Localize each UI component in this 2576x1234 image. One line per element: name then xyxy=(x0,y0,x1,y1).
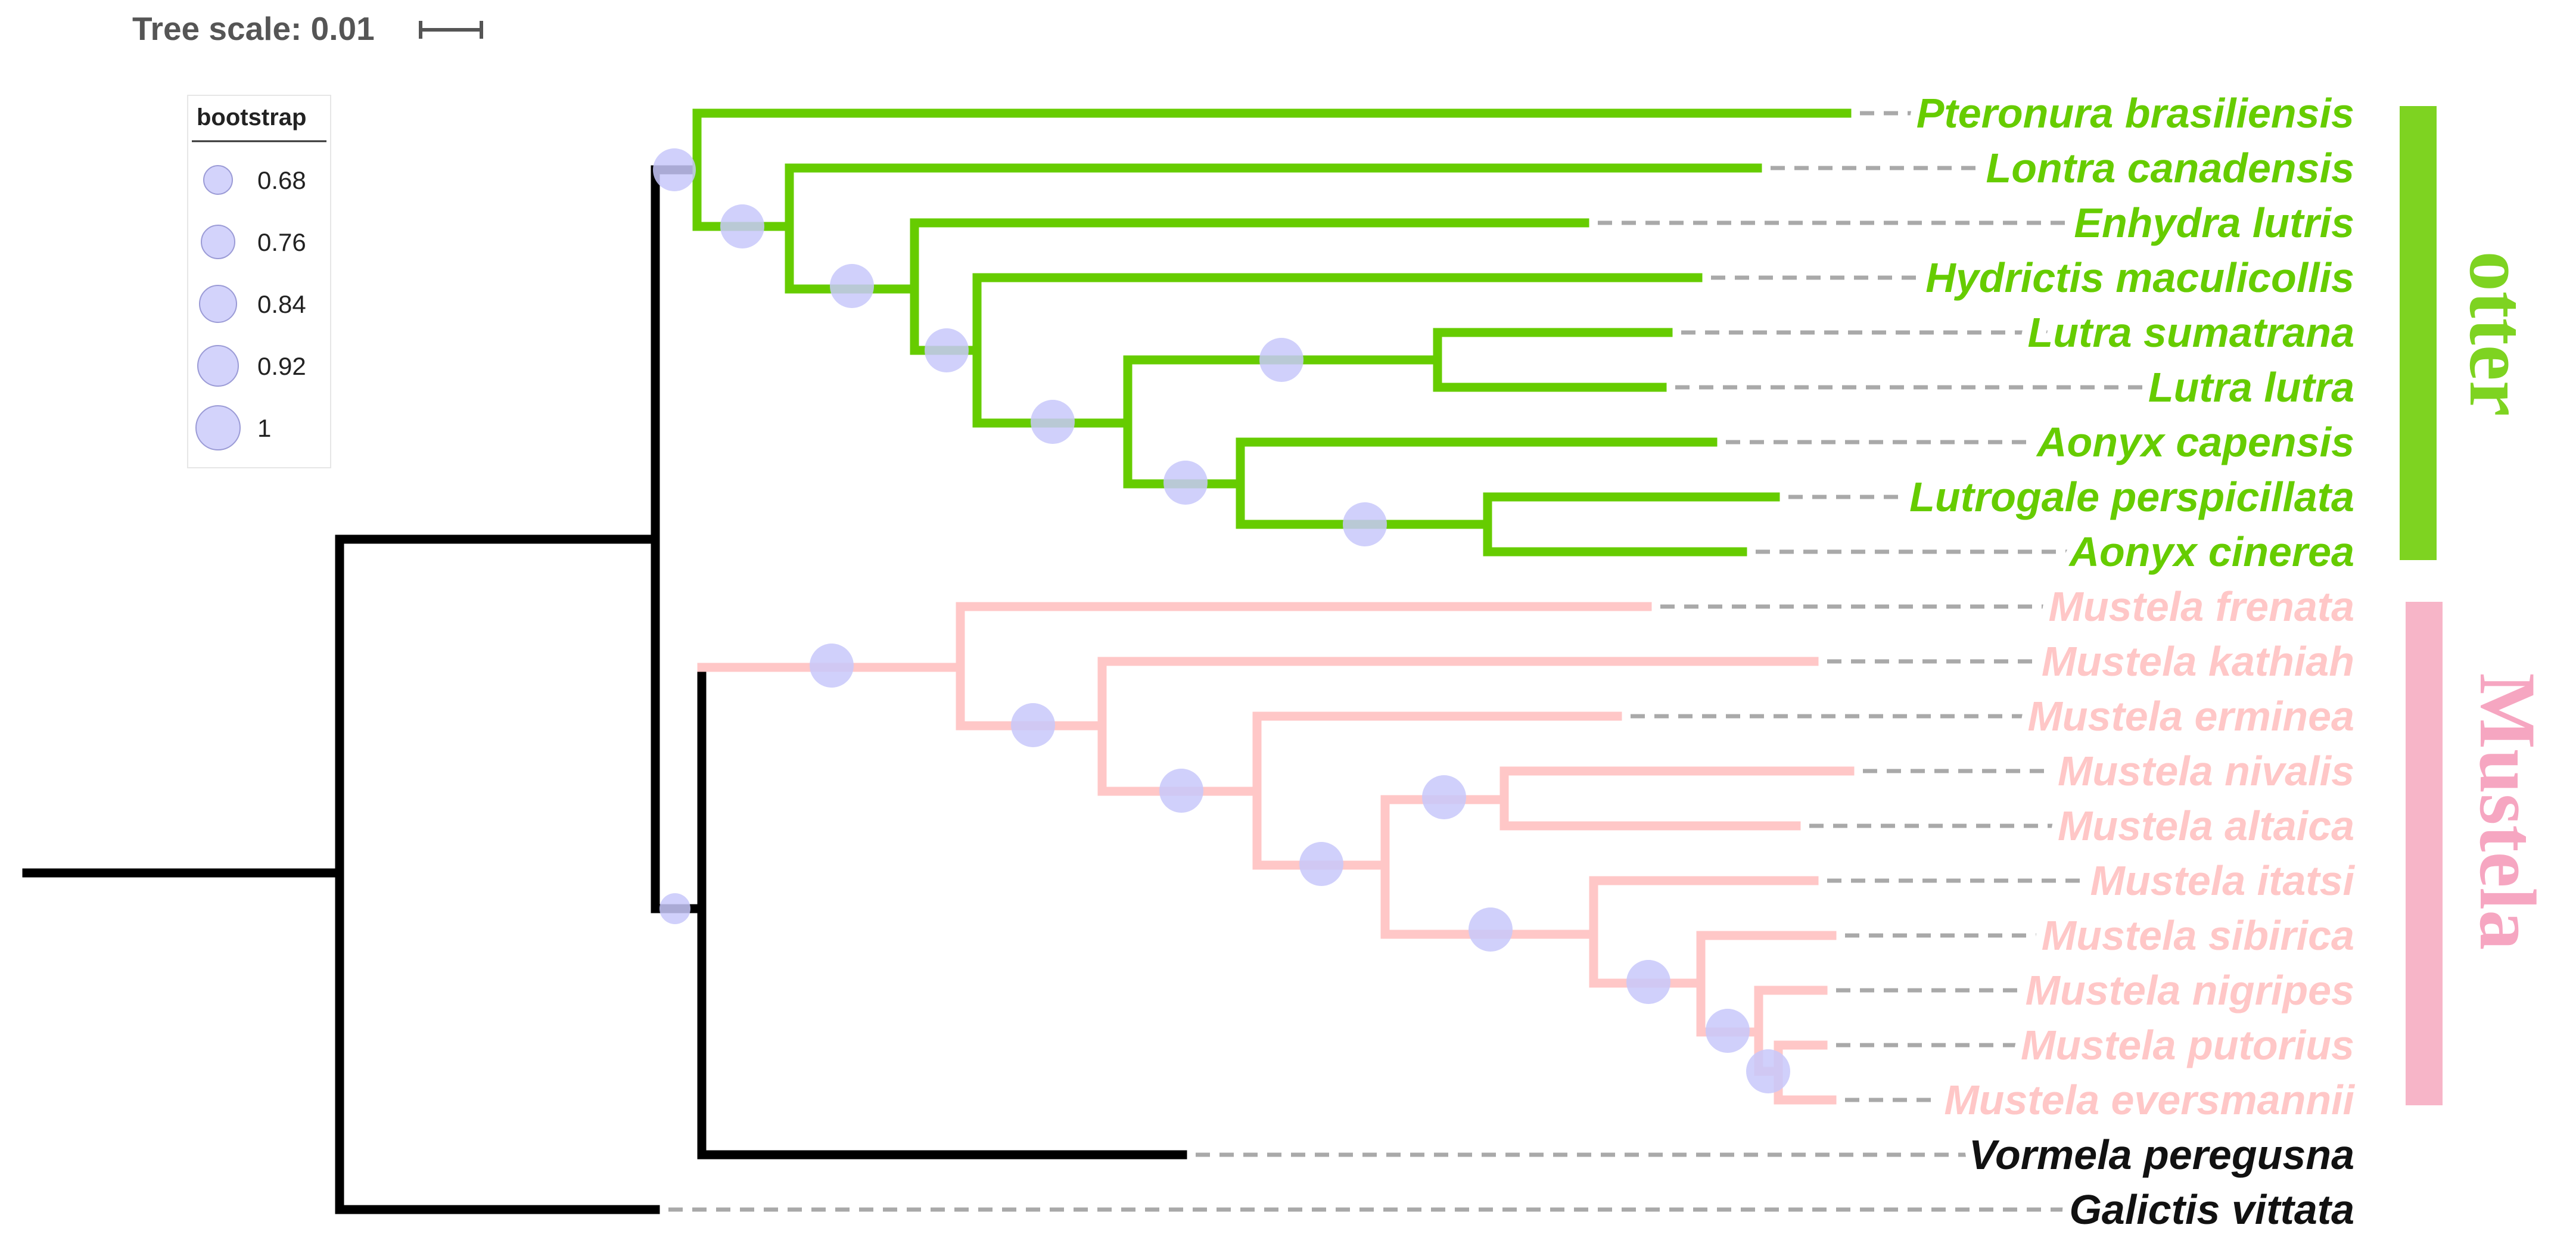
bootstrap-bubble xyxy=(653,148,696,191)
tip-label: Galictis vittata xyxy=(2069,1186,2354,1233)
tip-leader-lines xyxy=(668,111,2344,1212)
tip-label: Aonyx capensis xyxy=(2036,419,2354,465)
bootstrap-bubble xyxy=(1299,842,1343,886)
mustela-clade-strip xyxy=(2406,602,2443,1105)
tip-label: Mustela putorius xyxy=(2021,1022,2354,1068)
bootstrap-bubble xyxy=(1706,1009,1750,1053)
otter-clade-label: otter xyxy=(2453,251,2541,416)
tip-label: Mustela eversmannii xyxy=(1944,1077,2355,1123)
bootstrap-bubble xyxy=(1746,1049,1790,1093)
tip-label: Lutra sumatrana xyxy=(2028,309,2354,356)
tree-scale-label: Tree scale: 0.01 xyxy=(132,10,375,47)
tip-label: Mustela sibirica xyxy=(2042,912,2354,959)
legend-value: 1 xyxy=(257,414,271,442)
bootstrap-bubbles xyxy=(653,148,1790,1093)
tip-label: Mustela nivalis xyxy=(2058,748,2354,794)
tip-label: Mustela itatsi xyxy=(2090,857,2356,904)
bootstrap-bubble xyxy=(830,264,874,308)
legend-value: 0.68 xyxy=(257,166,306,194)
tree-scale-bar xyxy=(419,21,483,39)
tip-label: Hydrictis maculicollis xyxy=(1925,254,2354,301)
bootstrap-bubble xyxy=(659,893,690,924)
legend-value: 0.92 xyxy=(257,352,306,380)
tree-scale: Tree scale: 0.01 xyxy=(132,10,483,47)
tip-label: Mustela altaica xyxy=(2058,803,2354,849)
bootstrap-bubble xyxy=(810,644,854,688)
bootstrap-bubble xyxy=(1422,775,1466,819)
tip-label: Mustela frenata xyxy=(2049,583,2354,630)
bootstrap-bubble xyxy=(1469,907,1513,952)
legend-value: 0.76 xyxy=(257,228,306,256)
mustela-clade-label: Mustela xyxy=(2463,673,2552,950)
legend-value: 0.84 xyxy=(257,290,306,318)
tip-label: Lutrogale perspicillata xyxy=(1909,474,2354,520)
legend-bubble xyxy=(197,345,239,387)
tip-label: Mustela nigripes xyxy=(2026,967,2354,1014)
legend-bubble xyxy=(195,405,241,450)
bootstrap-bubble xyxy=(1159,769,1203,813)
bootstrap-legend: bootstrap 0.68 0.76 0.84 0.92 1 xyxy=(187,95,331,468)
tip-label: Pteronura brasiliensis xyxy=(1917,90,2354,136)
mustela-clade-annotation: Mustela xyxy=(2406,602,2552,1105)
tip-label: Mustela erminea xyxy=(2027,693,2354,739)
tip-label: Aonyx cinerea xyxy=(2068,529,2354,575)
bootstrap-bubble xyxy=(1011,703,1055,747)
bootstrap-bubble xyxy=(925,328,969,372)
bootstrap-bubble xyxy=(1031,400,1075,444)
bootstrap-bubble xyxy=(1163,461,1208,505)
otter-clade-annotation: otter xyxy=(2400,106,2541,560)
bootstrap-bubble xyxy=(1343,502,1387,546)
legend-bubble xyxy=(203,165,233,195)
otter-clade-strip xyxy=(2400,106,2437,560)
legend-title: bootstrap xyxy=(197,104,306,130)
tip-label: Lontra canadensis xyxy=(1986,145,2354,191)
bootstrap-bubble xyxy=(1626,960,1670,1004)
legend-bubble xyxy=(199,285,237,323)
bootstrap-bubble xyxy=(720,204,764,248)
tip-label: Vormela peregusna xyxy=(1969,1132,2354,1178)
bootstrap-bubble xyxy=(1259,338,1303,382)
tip-label: Mustela kathiah xyxy=(2042,638,2354,685)
tip-label: Enhydra lutris xyxy=(2074,200,2354,246)
tip-label: Lutra lutra xyxy=(2148,364,2354,411)
legend-bubble xyxy=(201,225,235,259)
